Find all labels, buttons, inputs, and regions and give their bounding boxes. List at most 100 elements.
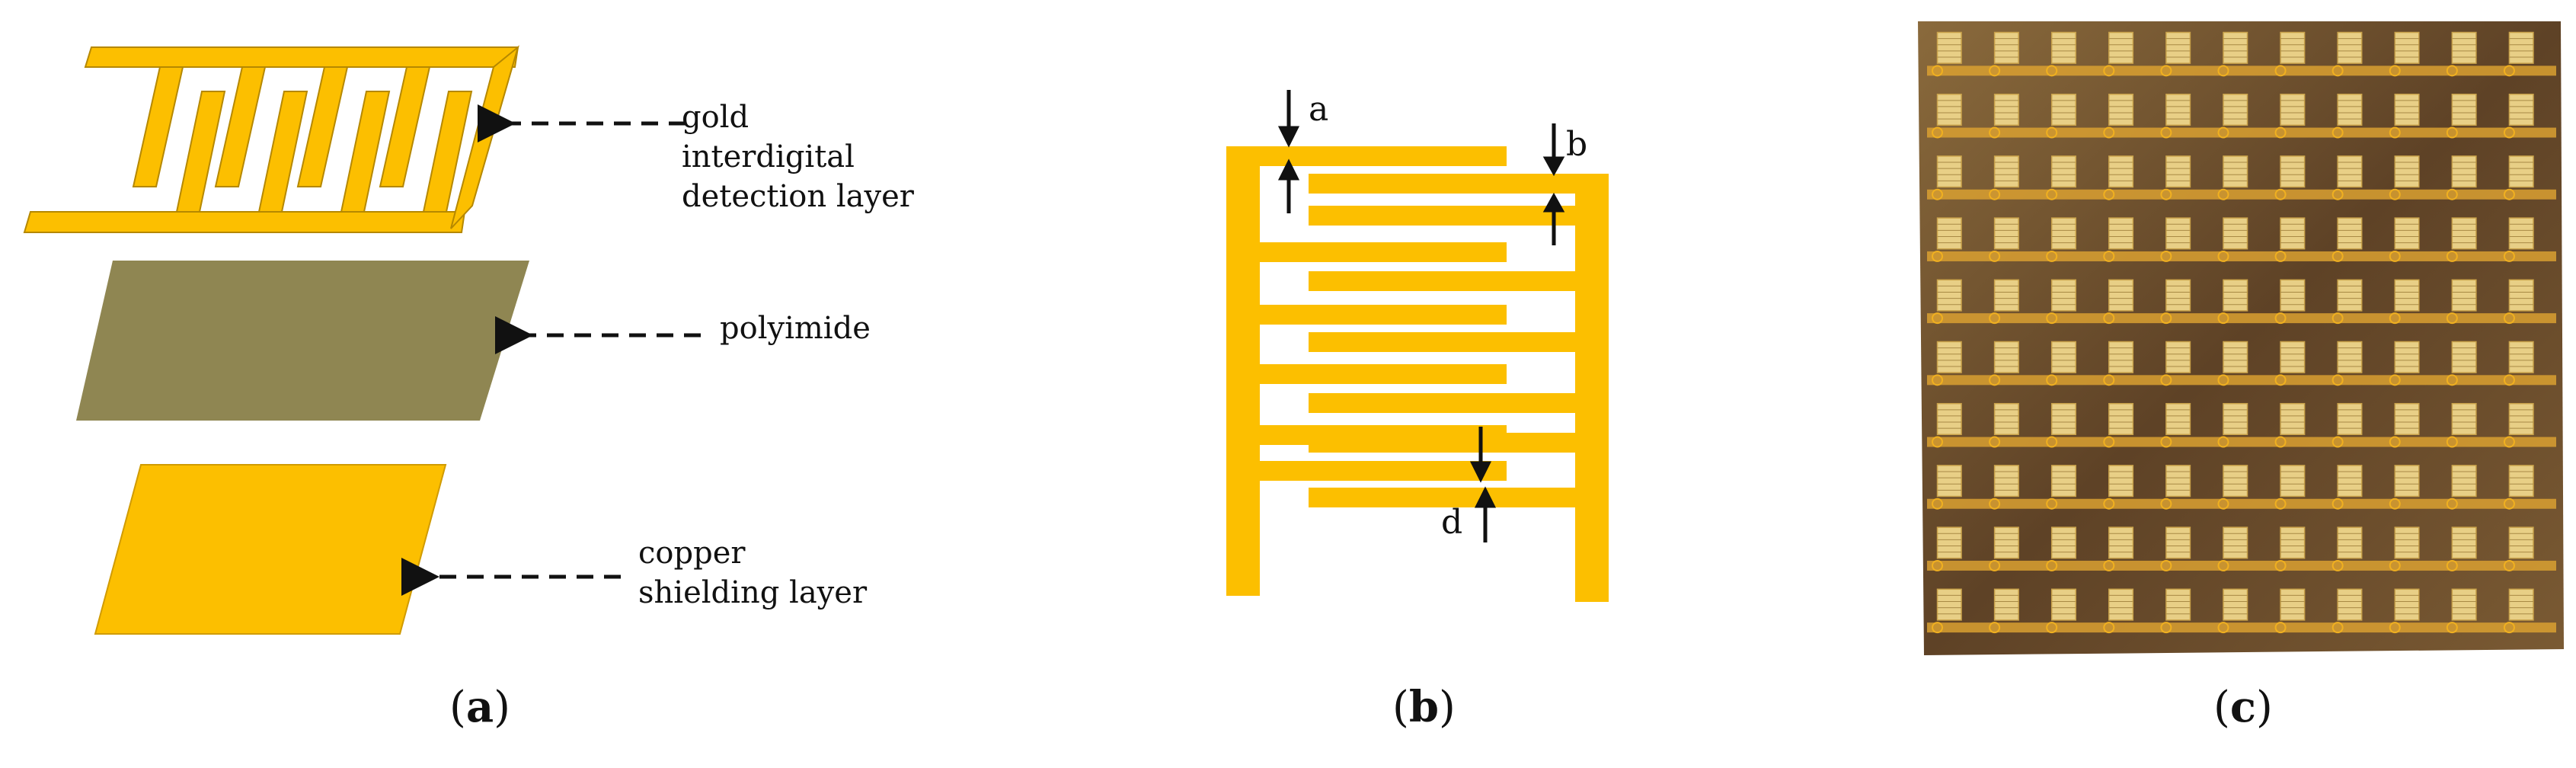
photo-pad bbox=[2103, 250, 2115, 262]
photo-pad bbox=[1989, 65, 2001, 77]
photo-pad bbox=[2046, 436, 2058, 448]
photo-sensor-cell bbox=[2394, 465, 2420, 498]
photo-pad bbox=[2446, 374, 2458, 386]
photo-sensor-cell bbox=[1936, 31, 1962, 64]
photo-pad bbox=[1932, 498, 1944, 510]
photo-sensor-cell bbox=[1936, 279, 1962, 312]
photo-sensor-cell bbox=[2050, 155, 2076, 188]
photo-pad bbox=[2503, 250, 2515, 262]
photo-sensor-cell bbox=[2508, 155, 2534, 188]
photo-sensor-cell bbox=[2394, 217, 2420, 250]
photo-pad bbox=[2446, 188, 2458, 200]
photo-sensor-cell bbox=[2108, 31, 2134, 64]
photo-pad bbox=[2046, 126, 2058, 139]
photo-pad bbox=[2446, 498, 2458, 510]
photo-pad bbox=[2274, 65, 2287, 77]
photo-sensor-cell bbox=[2508, 402, 2534, 436]
photo-trace-band bbox=[1927, 66, 2556, 76]
photo-pad bbox=[1989, 126, 2001, 139]
photo-pad bbox=[2389, 622, 2401, 634]
photo-pad bbox=[2217, 374, 2229, 386]
photo-sensor-cell bbox=[2508, 588, 2534, 621]
photo-pad bbox=[2332, 250, 2344, 262]
photo-sensor-cell bbox=[1936, 217, 1962, 250]
photo-sensor-cell bbox=[2337, 93, 2363, 126]
photo-sensor-cell bbox=[2108, 217, 2134, 250]
photo-sensor-cell bbox=[2508, 93, 2534, 126]
photo-pad bbox=[2046, 498, 2058, 510]
photo-sensor-cell bbox=[1993, 31, 2019, 64]
photo-pad bbox=[1989, 436, 2001, 448]
caption-a-open: ( bbox=[449, 683, 466, 732]
photo-pad bbox=[2217, 622, 2229, 634]
photo-sensor-cell bbox=[2337, 465, 2363, 498]
photo-pad bbox=[2217, 312, 2229, 325]
photo-sensor-cell bbox=[2451, 588, 2477, 621]
photo-pad bbox=[2046, 559, 2058, 571]
photo-pad bbox=[2217, 498, 2229, 510]
photo-sensor-cell bbox=[2223, 402, 2248, 436]
photo-pad bbox=[2160, 559, 2172, 571]
photo-sensor-cell bbox=[2280, 526, 2306, 559]
photo-pad bbox=[2503, 436, 2515, 448]
gold-interdigital-layer bbox=[23, 45, 519, 233]
photo-pad bbox=[2389, 126, 2401, 139]
sensor-array-photo bbox=[1918, 21, 2564, 655]
photo-sensor-cell bbox=[2451, 279, 2477, 312]
photo-sensor-cell bbox=[2108, 341, 2134, 373]
photo-sensor-cell bbox=[2451, 31, 2477, 64]
photo-sensor-cell bbox=[2280, 155, 2306, 188]
photo-sensor-cell bbox=[2337, 155, 2363, 188]
photo-sensor-cell bbox=[2451, 526, 2477, 559]
photo-pad bbox=[2103, 65, 2115, 77]
photo-pad bbox=[2389, 559, 2401, 571]
photo-sensor-cell bbox=[2165, 465, 2191, 498]
photo-pad bbox=[2103, 498, 2115, 510]
photo-sensor-cell bbox=[2108, 588, 2134, 621]
photo-sensor-cell bbox=[2280, 341, 2306, 373]
caption-a-close: ) bbox=[494, 683, 511, 732]
photo-pad bbox=[2160, 126, 2172, 139]
photo-sensor-cell bbox=[2451, 465, 2477, 498]
photo-pad bbox=[1932, 312, 1944, 325]
photo-sensor-cell bbox=[2280, 279, 2306, 312]
gold-label-line1: gold bbox=[682, 100, 749, 135]
photo-pad bbox=[2103, 374, 2115, 386]
photo-pad bbox=[2503, 312, 2515, 325]
photo-sensor-cell bbox=[2337, 588, 2363, 621]
photo-sensor-cell bbox=[2223, 155, 2248, 188]
photo-trace-band bbox=[1927, 313, 2556, 324]
photo-pad bbox=[2332, 126, 2344, 139]
photo-trace-band bbox=[1927, 560, 2556, 571]
photo-pad bbox=[2103, 559, 2115, 571]
photo-pad bbox=[2446, 559, 2458, 571]
photo-sensor-cell bbox=[2337, 217, 2363, 250]
photo-pad bbox=[2274, 559, 2287, 571]
photo-pad bbox=[1932, 559, 1944, 571]
photo-pad bbox=[2160, 312, 2172, 325]
photo-pad bbox=[2274, 312, 2287, 325]
photo-sensor-cell bbox=[2508, 279, 2534, 312]
photo-trace-band bbox=[1927, 622, 2556, 633]
photo-sensor-cell bbox=[1936, 465, 1962, 498]
photo-pad bbox=[2274, 622, 2287, 634]
photo-pad bbox=[2160, 250, 2172, 262]
photo-sensor-cell bbox=[2050, 402, 2076, 436]
photo-pad bbox=[2389, 312, 2401, 325]
photo-sensor-cell bbox=[2394, 279, 2420, 312]
photo-pad bbox=[1989, 559, 2001, 571]
photo-pad bbox=[2160, 188, 2172, 200]
photo-sensor-cell bbox=[2050, 217, 2076, 250]
photo-pad bbox=[2046, 188, 2058, 200]
gold-layer-label: gold interdigital detection layer bbox=[682, 98, 914, 216]
photo-pad bbox=[2217, 188, 2229, 200]
photo-pad bbox=[2046, 374, 2058, 386]
photo-pad bbox=[2332, 312, 2344, 325]
photo-sensor-cell bbox=[2508, 465, 2534, 498]
photo-pad bbox=[1989, 250, 2001, 262]
photo-sensor-cell bbox=[2280, 588, 2306, 621]
photo-sensor-cell bbox=[2165, 279, 2191, 312]
photo-sensor-cell bbox=[2280, 93, 2306, 126]
photo-pad bbox=[2446, 622, 2458, 634]
photo-pad bbox=[2389, 436, 2401, 448]
